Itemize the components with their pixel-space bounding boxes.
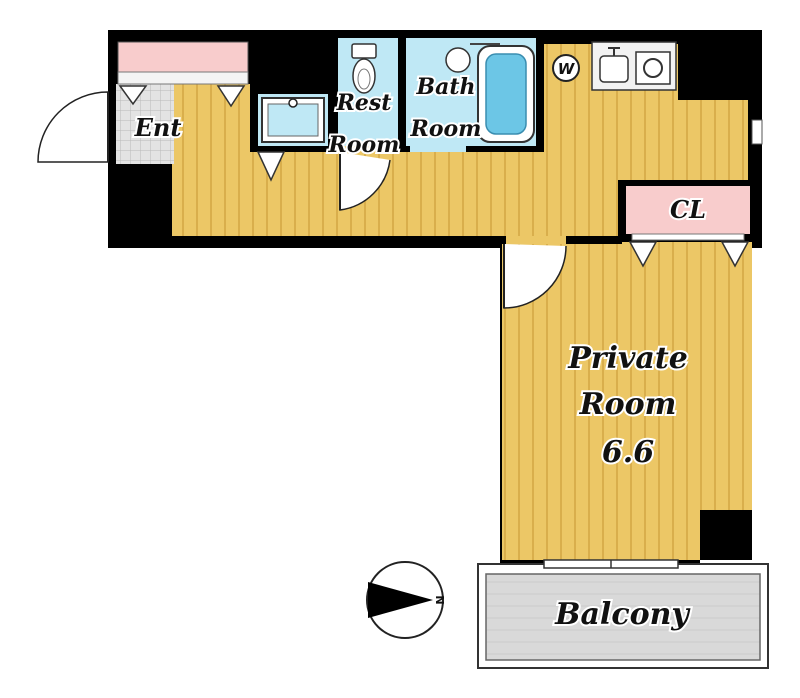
rest-room-label-line1: Rest xyxy=(336,90,392,116)
bath-room-label-line1: Bath xyxy=(415,74,475,100)
floor-drain-icon xyxy=(288,98,298,108)
entrance-door xyxy=(37,91,109,164)
compass-icon: N xyxy=(366,561,446,639)
entrance-floor xyxy=(116,84,174,164)
rest-room-door xyxy=(339,152,391,211)
toilet-tank xyxy=(351,43,377,59)
private-room-door xyxy=(503,244,567,309)
bath-room-label-line2: Room xyxy=(410,116,482,142)
private-room-label-line1: Private xyxy=(567,341,688,376)
balcony-label: Balcony xyxy=(554,597,691,632)
closet-area xyxy=(626,186,750,234)
entrance-label: Ent xyxy=(134,113,182,142)
kitchen-sink-icon xyxy=(599,55,629,83)
private-room-label-line2: Room xyxy=(579,387,677,422)
sink-icon xyxy=(445,47,471,73)
washer-icon xyxy=(552,54,580,82)
ceiling-marks xyxy=(118,85,750,268)
entrance-shoe-cabinet xyxy=(117,41,249,73)
compass-north-letter: N xyxy=(433,595,446,604)
private-room-floor xyxy=(502,242,752,560)
corridor-floor xyxy=(172,44,748,236)
rest-room-label-line2: Room xyxy=(328,132,400,158)
closet-label: CL xyxy=(670,195,706,224)
private-room-size: 6.6 xyxy=(602,435,654,470)
washer-mark: W xyxy=(558,60,576,78)
